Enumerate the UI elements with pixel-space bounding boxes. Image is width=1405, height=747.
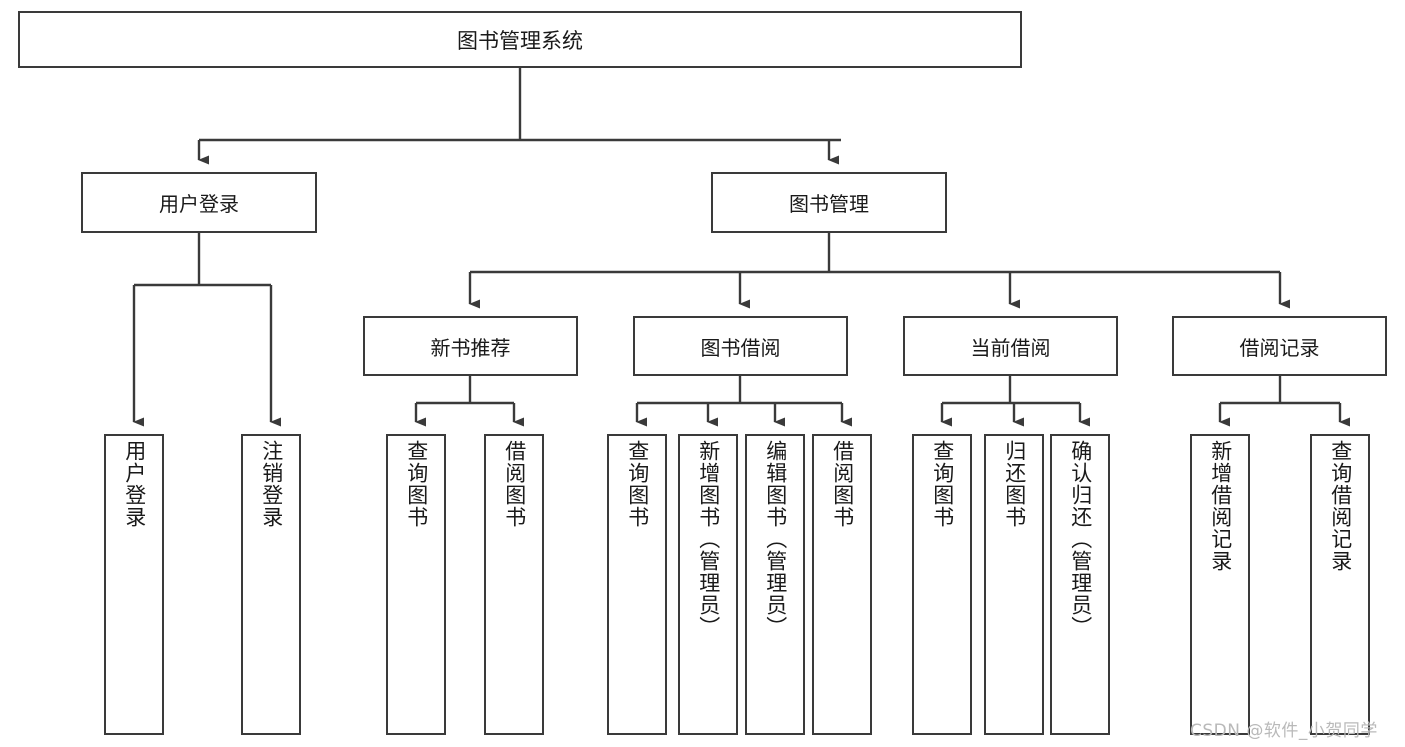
leaf-node[interactable]: 用户登录 (104, 434, 164, 735)
node-root-label: 图书管理系统 (457, 28, 583, 53)
leaf-node[interactable]: 新增借阅记录 (1190, 434, 1250, 735)
leaf-node[interactable]: 注销登录 (241, 434, 301, 735)
leaf-node-label: 确认归还（管理员） (1068, 440, 1093, 638)
node-current-borrow-label: 当前借阅 (970, 335, 1051, 360)
leaf-node[interactable]: 新增图书（管理员） (678, 434, 738, 735)
node-new-book-recommend[interactable]: 新书推荐 (363, 316, 578, 376)
node-borrow-record-label: 借阅记录 (1239, 335, 1320, 360)
node-borrow-record[interactable]: 借阅记录 (1172, 316, 1387, 376)
leaf-node[interactable]: 确认归还（管理员） (1050, 434, 1110, 735)
leaf-node-label: 归还图书 (1002, 440, 1027, 528)
leaf-node-label: 用户登录 (122, 440, 147, 528)
leaf-node-label: 查询图书 (930, 440, 955, 528)
node-user-login-label: 用户登录 (159, 192, 239, 216)
leaf-node-label: 借阅图书 (830, 440, 855, 528)
node-new-book-recommend-label: 新书推荐 (430, 335, 511, 360)
leaf-node[interactable]: 查询图书 (386, 434, 446, 735)
leaf-node-label: 查询图书 (404, 440, 429, 528)
leaf-node[interactable]: 查询借阅记录 (1310, 434, 1370, 735)
leaf-node-label: 编辑图书（管理员） (763, 440, 788, 638)
leaf-node[interactable]: 查询图书 (607, 434, 667, 735)
leaf-node-label: 注销登录 (259, 440, 284, 528)
node-current-borrow[interactable]: 当前借阅 (903, 316, 1118, 376)
leaf-node[interactable]: 归还图书 (984, 434, 1044, 735)
node-book-borrow[interactable]: 图书借阅 (633, 316, 848, 376)
leaf-node-label: 新增图书（管理员） (696, 440, 721, 638)
leaf-node-label: 新增借阅记录 (1208, 440, 1233, 572)
leaf-node[interactable]: 借阅图书 (484, 434, 544, 735)
leaf-node-label: 借阅图书 (502, 440, 527, 528)
leaf-node-label: 查询借阅记录 (1328, 440, 1353, 572)
leaf-node[interactable]: 编辑图书（管理员） (745, 434, 805, 735)
node-book-management-label: 图书管理 (789, 192, 869, 216)
node-book-borrow-label: 图书借阅 (700, 335, 781, 360)
leaf-node-label: 查询图书 (625, 440, 650, 528)
leaf-node[interactable]: 查询图书 (912, 434, 972, 735)
node-user-login[interactable]: 用户登录 (81, 172, 317, 233)
csdn-watermark: CSDN @软件_小贺同学 (1190, 721, 1378, 741)
leaf-node[interactable]: 借阅图书 (812, 434, 872, 735)
node-root[interactable]: 图书管理系统 (18, 11, 1022, 68)
node-book-management[interactable]: 图书管理 (711, 172, 947, 233)
